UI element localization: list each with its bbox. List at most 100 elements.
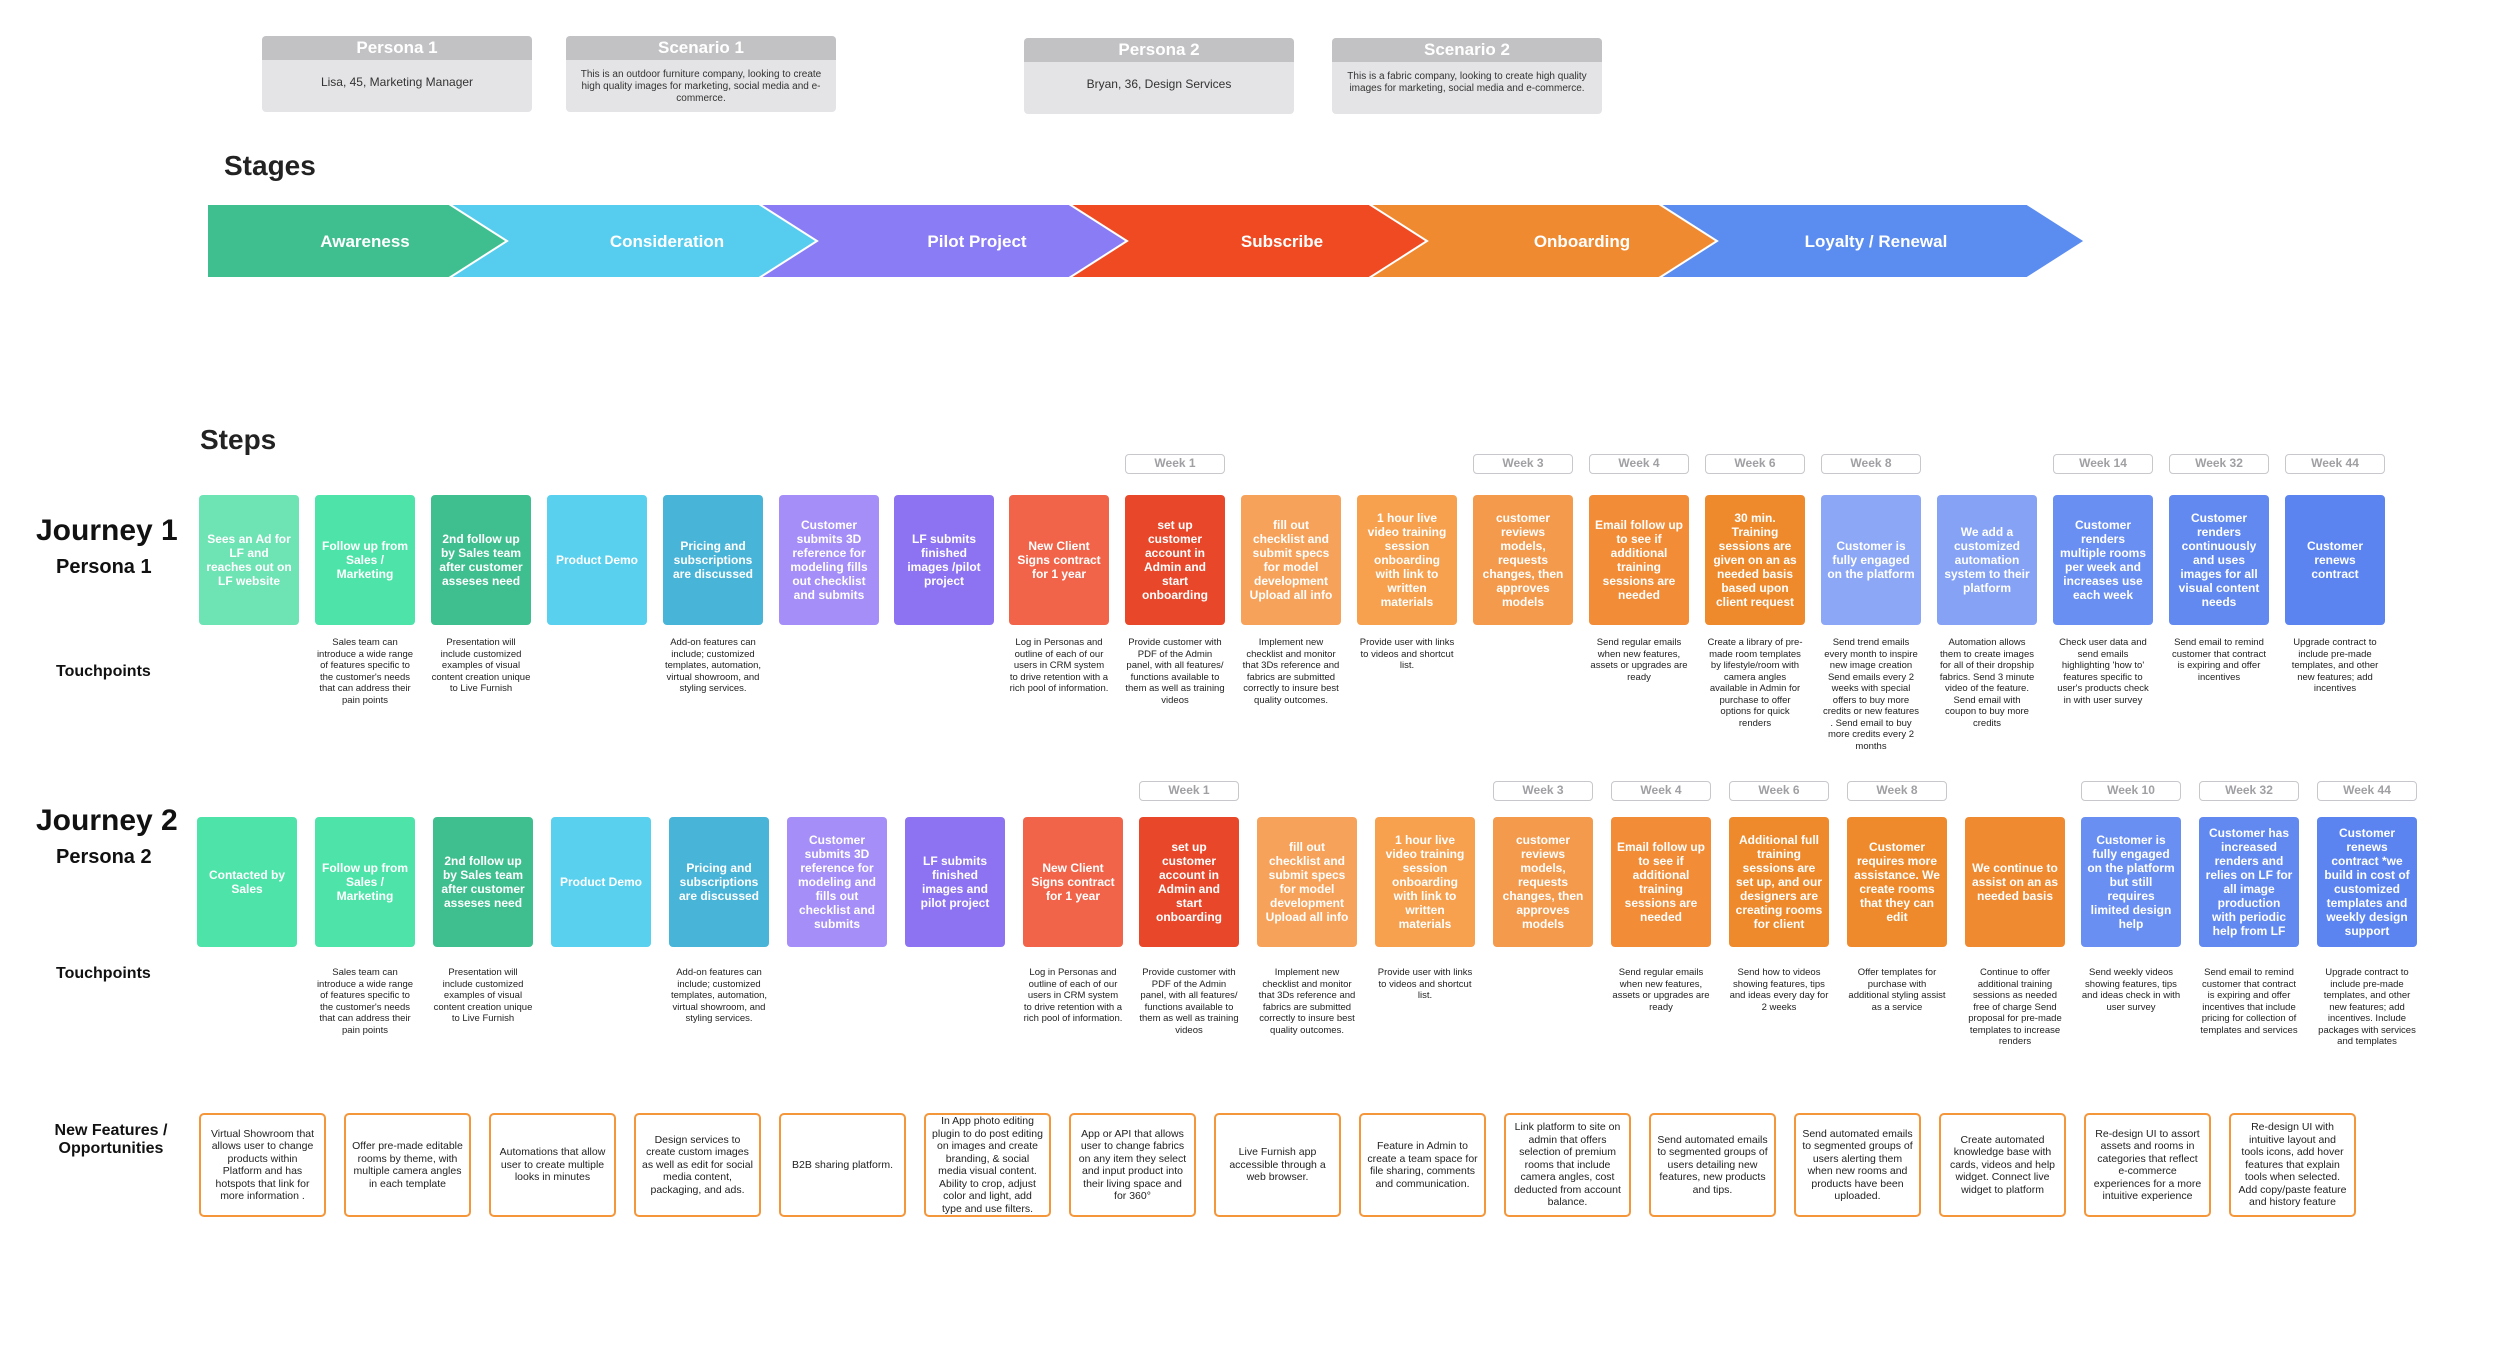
step-card-text: Customer has increased renders and relie… [2205,826,2293,938]
step-card: 1 hour live video training session onboa… [1357,495,1457,625]
week-tag: Week 8 [1847,781,1947,801]
touchpoint-text: Log in Personas and outline of each of o… [1023,967,1123,1024]
step-card-text: Customer renders continuously and uses i… [2178,511,2260,609]
week-tag: Week 6 [1705,454,1805,474]
stage-label: Consideration [610,232,724,251]
step-card: Product Demo [551,817,651,947]
step-card-text: Customer submits 3D reference for modeli… [790,518,868,602]
feature-text: Virtual Showroom that allows user to cha… [210,1127,315,1203]
step-card: Customer submits 3D reference for modeli… [779,495,879,625]
feature-text: Send automated emails to segmented group… [1657,1133,1768,1196]
week-tag: Week 1 [1139,781,1239,801]
step-card: Pricing and subscriptions are discussed [663,495,763,625]
touchpoint-text: Sales team can introduce a wide range of… [316,967,414,1036]
step-card-text: Customer is fully engaged on the platfor… [1827,539,1915,581]
step-card-text: 1 hour live video training session onboa… [1385,833,1465,931]
touchpoint-text: Send how to videos showing features, tip… [1729,967,1829,1013]
step-card: Follow up from Sales / Marketing [315,817,415,947]
step-card: LF submits finished images and pilot pro… [905,817,1005,947]
week-tag: Week 4 [1611,781,1711,801]
feature-opportunity-card: Design services to create custom images … [634,1113,761,1217]
step-card-text: Customer renders multiple rooms per week… [2059,518,2146,602]
step-card-text: Email follow up to see if additional tra… [1595,518,1684,602]
journey-2-touchpoints-label: Touchpoints [56,965,151,982]
stage-label: Awareness [320,232,409,251]
scenario-body: This is a fabric company, looking to cre… [1347,71,1587,94]
step-card-text: 2nd follow up by Sales team after custom… [441,854,525,910]
step-card-text: Customer renews contract *we build in co… [2324,826,2410,938]
step-card: set up customer account in Admin and sta… [1125,495,1225,625]
step-card: Customer renders continuously and uses i… [2169,495,2269,625]
touchpoint-text: Provide user with links to videos and sh… [1359,637,1455,671]
feature-text: Live Furnish app accessible through a we… [1229,1146,1326,1184]
touchpoint-text: Create a library of pre-made room templa… [1707,637,1803,729]
step-card-text: Product Demo [555,553,638,567]
touchpoint-text: Send regular emails when new features, a… [1612,967,1710,1013]
step-card: customer reviews models, requests change… [1473,495,1573,625]
step-card: fill out checklist and submit specs for … [1257,817,1357,947]
persona-title: Persona 1 [262,36,532,60]
persona-body: Lisa, 45, Marketing Manager [320,75,474,89]
step-card-text: 1 hour live video training session onboa… [1367,511,1447,609]
touchpoint-text: Sales team can introduce a wide range of… [316,637,414,706]
touchpoint-text: Offer templates for purchase with additi… [1848,967,1946,1013]
step-card-text: New Client Signs contract for 1 year [1017,539,1101,581]
touchpoint-text: Provide customer with PDF of the Admin p… [1139,967,1239,1036]
step-card-text: 30 min. Training sessions are given on a… [1713,511,1797,609]
step-card-text: Contacted by Sales [208,868,285,896]
step-card: Customer renews contract *we build in co… [2317,817,2417,947]
week-tag: Week 32 [2199,781,2299,801]
step-card: Customer renews contract [2285,495,2385,625]
touchpoint-text: Send email to remind customer that contr… [2172,637,2266,683]
feature-opportunity-card: Create automated knowledge base with car… [1939,1113,2066,1217]
step-card-text: Pricing and subscriptions are discussed [678,861,760,903]
step-card-text: fill out checklist and submit specs for … [1265,840,1349,924]
step-card: fill out checklist and submit specs for … [1241,495,1341,625]
step-card: Product Demo [547,495,647,625]
feature-text: Offer pre-made editable rooms by theme, … [352,1140,463,1190]
steps-title: Steps [200,424,277,455]
step-card: 1 hour live video training session onboa… [1375,817,1475,947]
feature-text: Re-design UI with intuitive layout and t… [2238,1121,2347,1209]
touchpoint-text: Send regular emails when new features, a… [1590,637,1688,683]
feature-opportunity-card: Re-design UI to assort assets and rooms … [2084,1113,2211,1217]
feature-opportunity-card: In App photo editing plugin to do post e… [924,1113,1051,1217]
feature-opportunity-card: Re-design UI with intuitive layout and t… [2229,1113,2356,1217]
step-card: We add a customized automation system to… [1937,495,2037,625]
step-card-text: We add a customized automation system to… [1944,525,2030,595]
touchpoint-text: Automation allows them to create images … [1939,637,2035,729]
step-card-text: customer reviews models, requests change… [1482,511,1564,609]
step-card: Follow up from Sales / Marketing [315,495,415,625]
feature-opportunity-card: Send automated emails to segmented group… [1649,1113,1776,1217]
step-card-text: Email follow up to see if additional tra… [1617,840,1706,924]
week-tag: Week 44 [2317,781,2417,801]
feature-opportunity-card: Send automated emails to segmented group… [1794,1113,1921,1217]
scenario-title: Scenario 1 [566,36,836,60]
week-tag: Week 3 [1493,781,1593,801]
feature-text: In App photo editing plugin to do post e… [932,1115,1043,1215]
persona-body: Bryan, 36, Design Services [1086,77,1232,91]
new-features-label: New Features / Opportunities [54,1122,168,1157]
step-card: New Client Signs contract for 1 year [1009,495,1109,625]
feature-opportunity-card: Automations that allow user to create mu… [489,1113,616,1217]
week-tag: Week 8 [1821,454,1921,474]
touchpoint-text: Add-on features can include; customized … [664,637,762,694]
step-card: 30 min. Training sessions are given on a… [1705,495,1805,625]
feature-text: Send automated emails to segmented group… [1802,1127,1913,1203]
stage-arrow-loyalty-renewal [1655,203,2087,279]
touchpoint-text: Upgrade contract to include pre-made tem… [2291,637,2379,694]
feature-text: B2B sharing platform. [792,1158,893,1171]
persona-1-card: Persona 1 Lisa, 45, Marketing Manager [262,36,532,112]
feature-text: Automations that allow user to create mu… [499,1146,606,1184]
feature-text: App or API that allows user to change fa… [1078,1127,1187,1203]
step-card-text: customer reviews models, requests change… [1502,833,1584,931]
step-card: Customer renders multiple rooms per week… [2053,495,2153,625]
step-card: 2nd follow up by Sales team after custom… [433,817,533,947]
step-card: Sees an Ad for LF and reaches out on LF … [199,495,299,625]
step-card: Email follow up to see if additional tra… [1611,817,1711,947]
journey-2-title: Journey 2 [36,804,178,837]
step-card-text: We continue to assist on an as needed ba… [1971,861,2059,903]
week-tag: Week 44 [2285,454,2385,474]
touchpoint-text: Upgrade contract to include pre-made tem… [2318,967,2416,1047]
